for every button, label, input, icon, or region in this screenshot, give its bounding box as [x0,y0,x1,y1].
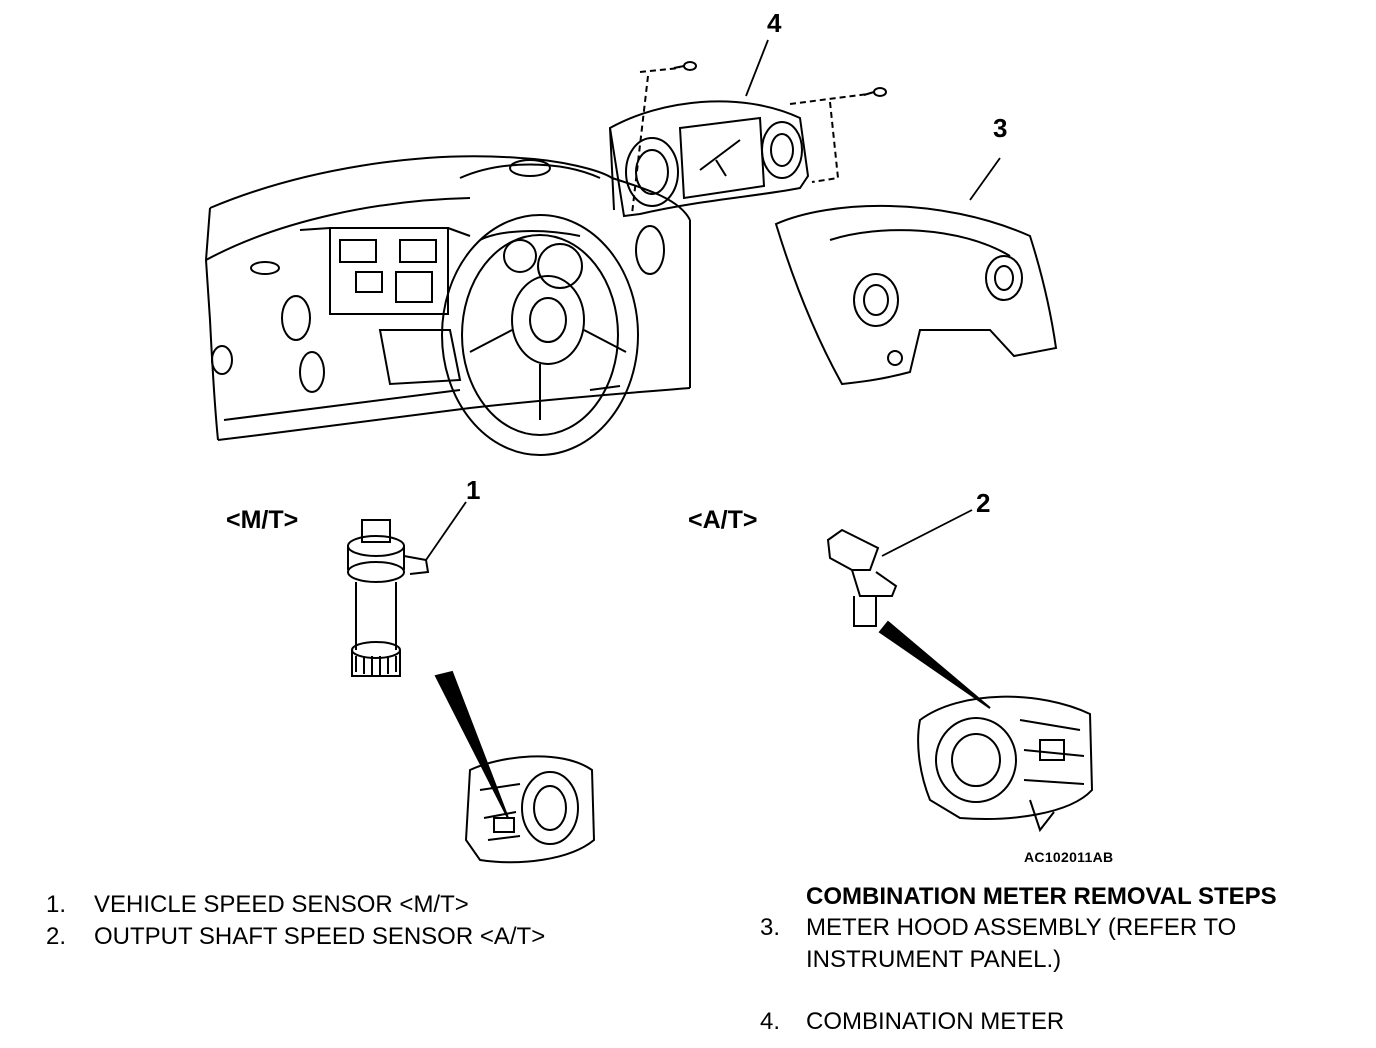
removal-step: 4. COMBINATION METER [760,1008,1065,1035]
combination-meter-drawing [608,39,887,218]
automatic-transmission-tag: <A/T> [688,506,758,534]
legend-item: 1. VEHICLE SPEED SENSOR <M/T> [46,891,469,918]
screw-icon [863,87,887,97]
steering-wheel-drawing [441,214,639,456]
pointer-wedge [434,670,509,819]
legend-item: 2. OUTPUT SHAFT SPEED SENSOR <A/T> [46,923,546,950]
manual-transmission-tag: <M/T> [226,506,299,534]
callout-4: 4 [767,8,782,38]
output-shaft-speed-sensor-drawing [826,509,973,627]
meter-hood-drawing [774,157,1058,386]
parts-legend: 1. VEHICLE SPEED SENSOR <M/T> 2. OUTPUT … [46,889,545,953]
removal-steps-title: COMBINATION METER REMOVAL STEPS [806,883,1277,910]
callout-2: 2 [976,488,991,518]
manual-transaxle-drawing [464,755,596,864]
dashboard-drawing [204,155,691,441]
screw-icon [673,61,697,71]
callout-1: 1 [466,475,481,505]
callout-3: 3 [993,113,1008,143]
vehicle-speed-sensor-drawing [347,501,467,677]
removal-steps-list: 3. METER HOOD ASSEMBLY (REFER TO INSTRUM… [760,912,1286,1038]
removal-step: 3. METER HOOD ASSEMBLY (REFER TO INSTRUM… [760,914,1237,973]
pointer-wedge [878,620,991,709]
figure-code: AC102011AB [1024,849,1114,865]
automatic-transaxle-drawing [917,695,1094,833]
